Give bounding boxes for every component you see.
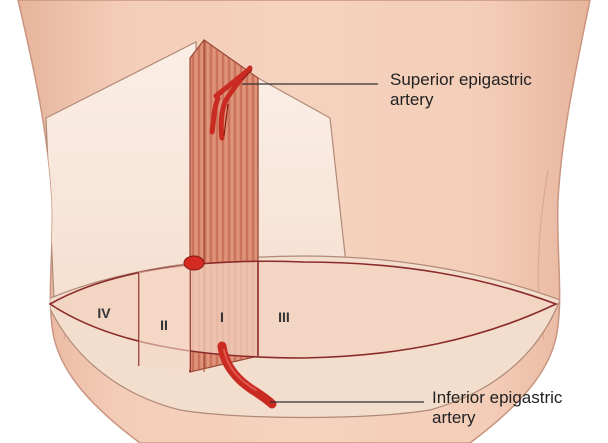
zone-label-i: I bbox=[220, 309, 224, 325]
superior-label-line1: Superior epigastric bbox=[390, 70, 532, 90]
superior-label-line2: artery bbox=[390, 90, 532, 110]
inferior-label-line2: artery bbox=[432, 408, 562, 428]
zone-label-ii: II bbox=[160, 317, 168, 333]
inferior-epigastric-label: Inferior epigastric artery bbox=[432, 388, 562, 428]
inferior-label-line1: Inferior epigastric bbox=[432, 388, 562, 408]
superior-epigastric-label: Superior epigastric artery bbox=[390, 70, 532, 110]
zone-label-iv: IV bbox=[97, 305, 111, 321]
umbilicus bbox=[184, 256, 204, 270]
zone-label-iii: III bbox=[278, 309, 290, 325]
